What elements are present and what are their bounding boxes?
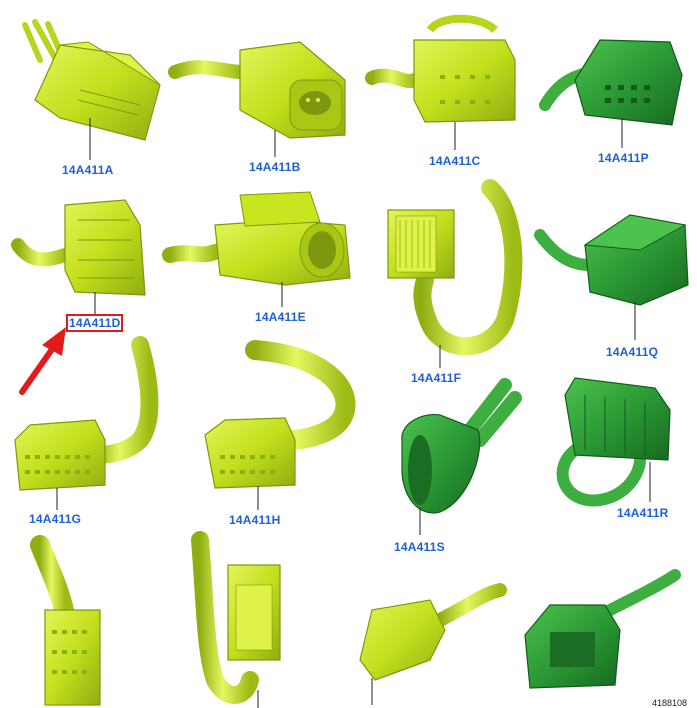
connector-14a411g-image: [14, 336, 159, 510]
label-14a411a: 14A411A: [62, 163, 114, 177]
label-14a411q: 14A411Q: [606, 345, 659, 359]
label-14a411r: 14A411R: [617, 506, 669, 520]
connector-row4-3-image: [359, 583, 507, 705]
connector-row4-2-image: [191, 531, 281, 708]
figure-id: 4188108: [651, 698, 687, 708]
label-14a411h: 14A411H: [229, 513, 281, 527]
label-14a411p: 14A411P: [598, 151, 649, 165]
connector-14a411f-image: [387, 179, 523, 368]
connector-row4-4-image: [524, 569, 681, 689]
connector-14a411b-image: [168, 41, 346, 157]
connector-14a411p-image: [539, 39, 683, 148]
label-14a411e: 14A411E: [255, 310, 306, 324]
label-14a411g: 14A411G: [29, 512, 82, 526]
connector-14a411a-image: [22, 19, 161, 160]
connector-row4-1-image: [30, 535, 101, 706]
connector-14a411e-image: [162, 191, 351, 307]
connector-14a411c-image: [365, 14, 516, 150]
label-14a411f: 14A411F: [411, 371, 462, 385]
label-14a411s: 14A411S: [394, 540, 445, 554]
connector-14a411q-image: [534, 214, 689, 340]
highlight-arrow-icon: [19, 327, 66, 395]
connector-14a411d-image: [11, 199, 146, 316]
connector-14a411s-image: [401, 378, 522, 535]
label-14a411b: 14A411B: [249, 160, 301, 174]
connector-14a411h-image: [204, 340, 356, 510]
label-14a411c: 14A411C: [429, 154, 481, 168]
connector-14a411r-image: [556, 377, 671, 507]
label-14a411d: 14A411D: [65, 314, 124, 332]
